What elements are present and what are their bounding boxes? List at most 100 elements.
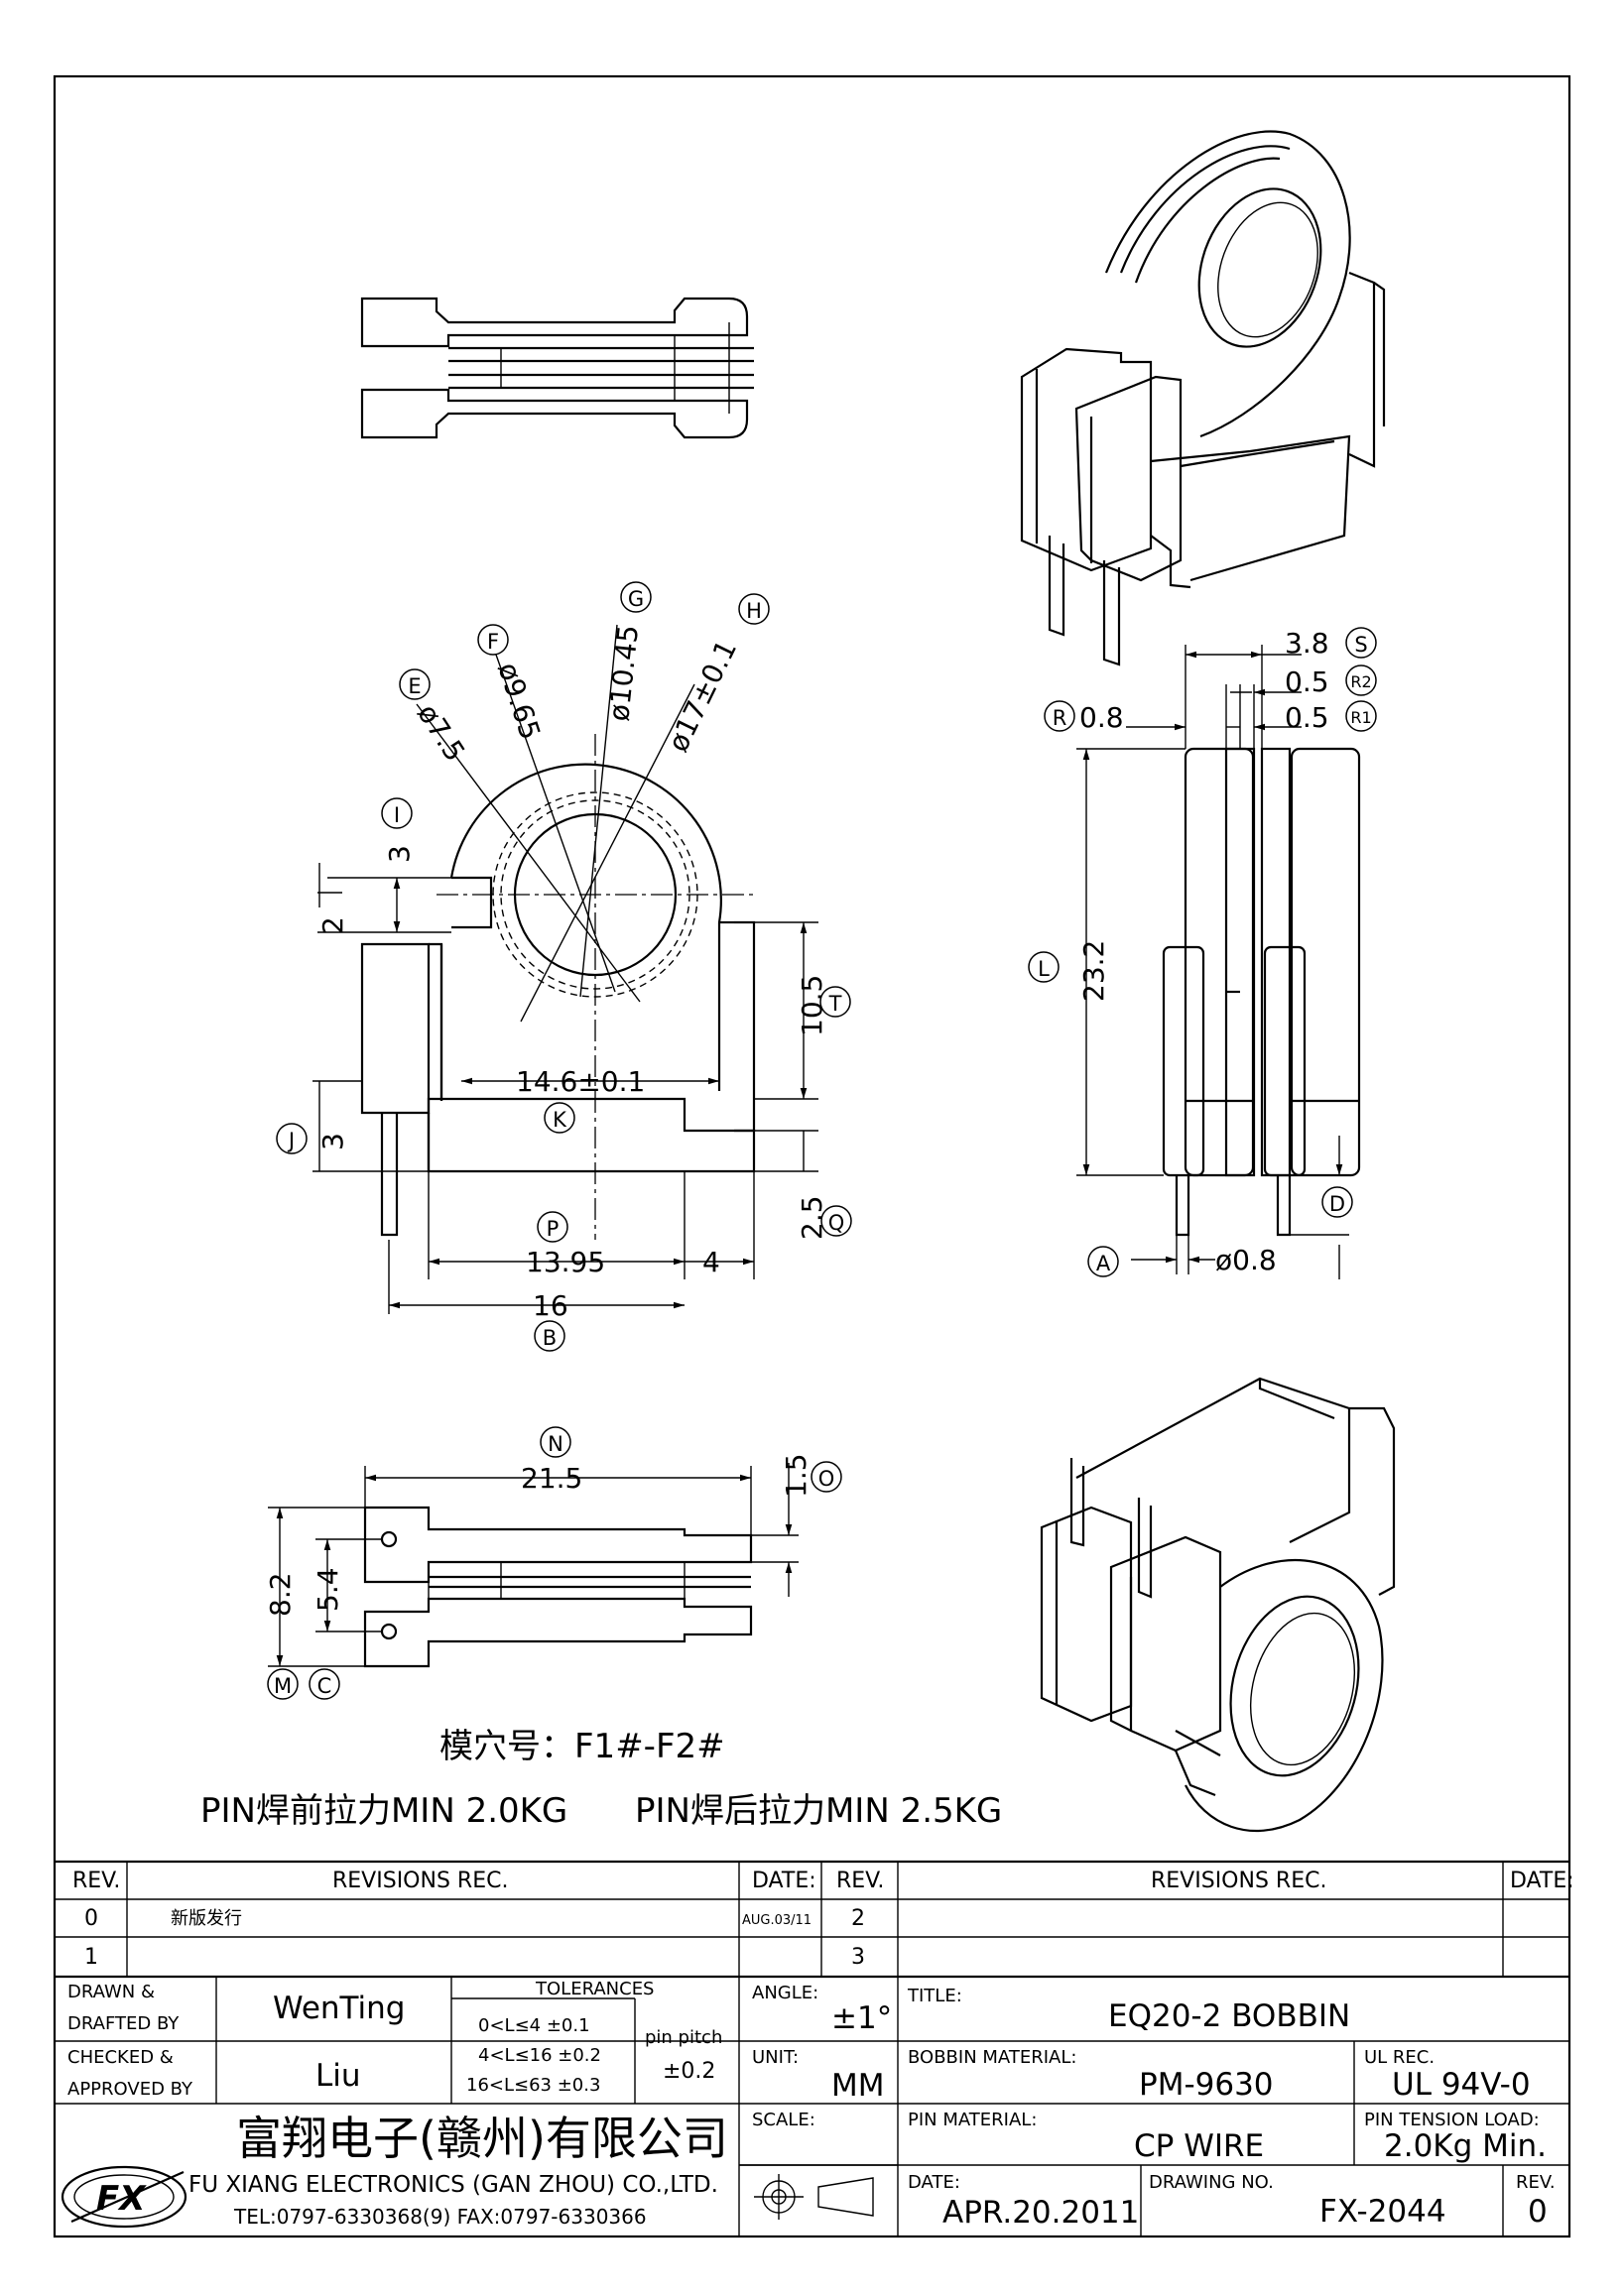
dim-j-value: 3 <box>316 1133 349 1150</box>
marker-Q: Q <box>820 1205 852 1237</box>
checked-by-value: Liu <box>315 2058 361 2094</box>
svg-text:T: T <box>828 992 842 1016</box>
revisions-header-left: REVISIONS REC. <box>332 1869 508 1893</box>
dim-c-value: 5.4 <box>312 1567 344 1612</box>
marker-G: G <box>620 581 652 613</box>
side-view-dimensions <box>1076 645 1349 1279</box>
rev-row-3-rev: 3 <box>851 1945 865 1970</box>
revisions-header-right: REVISIONS REC. <box>1151 1869 1326 1893</box>
date-header-right: DATE: <box>1510 1869 1574 1893</box>
dim-k-value: 14.6±0.1 <box>516 1065 645 1098</box>
marker-T: T <box>819 986 851 1018</box>
svg-text:E: E <box>408 674 421 698</box>
svg-text:L: L <box>1038 957 1050 981</box>
date-label: DATE: <box>908 2172 960 2193</box>
marker-J: J <box>276 1123 308 1154</box>
svg-text:M: M <box>274 1674 292 1698</box>
rev-label: REV. <box>1516 2172 1556 2193</box>
drawing-no-label: DRAWING NO. <box>1149 2172 1274 2193</box>
company-contact: TEL:0797-6330368(9) FAX:0797-6330366 <box>233 2205 647 2229</box>
dim-p-value: 13.95 <box>526 1246 605 1278</box>
company-logo: FX <box>96 2179 147 2219</box>
marker-E: E <box>399 668 431 700</box>
checked-label-2: APPROVED BY <box>67 2079 193 2100</box>
isometric-view-top <box>1020 130 1386 666</box>
svg-text:N: N <box>548 1432 563 1456</box>
ul-value: UL 94V-0 <box>1392 2067 1531 2103</box>
svg-text:S: S <box>1354 633 1367 657</box>
dim-r1-value: 0.5 <box>1285 701 1329 734</box>
svg-text:G: G <box>628 587 644 611</box>
drawing-no-value: FX-2044 <box>1319 2194 1446 2230</box>
svg-text:R: R <box>1053 706 1067 730</box>
dim-a-value: ø0.8 <box>1215 1244 1277 1276</box>
title-value: EQ20-2 BOBBIN <box>1108 1998 1350 2034</box>
rev-row-0-date: AUG.03/11 <box>742 1913 812 1928</box>
front-view-dimensions <box>312 863 818 1314</box>
dim-i-value: 3 <box>383 845 416 863</box>
rev-value: 0 <box>1528 2194 1548 2230</box>
bobbin-material-label: BOBBIN MATERIAL: <box>908 2047 1076 2068</box>
svg-text:A: A <box>1096 1252 1111 1275</box>
title-block <box>55 1860 1569 2236</box>
dim-t-value: 10.5 <box>796 975 828 1036</box>
drawn-label-1: DRAWN & <box>67 1982 155 2002</box>
bottom-view <box>363 1506 753 1668</box>
pin-pitch-label: pin pitch <box>645 2027 722 2048</box>
svg-text:O: O <box>818 1467 835 1491</box>
tolerances-label: TOLERANCES <box>535 1979 655 1999</box>
dim-s-value: 3.8 <box>1285 627 1329 660</box>
rev-header-right: REV. <box>836 1869 884 1893</box>
ul-label: UL REC. <box>1364 2047 1435 2068</box>
marker-R2: R2 <box>1345 665 1377 696</box>
tol-row-1: 0<L≤4 ±0.1 <box>478 2015 590 2036</box>
marker-L: L <box>1028 951 1060 983</box>
company-name-en: FU XIANG ELECTRONICS (GAN ZHOU) CO.,LTD. <box>188 2172 718 2198</box>
svg-text:P: P <box>547 1217 560 1241</box>
marker-I: I <box>381 797 413 829</box>
svg-text:K: K <box>553 1108 567 1132</box>
pin-pull-after-note: PIN焊后拉力MIN 2.5KG <box>635 1791 1002 1831</box>
checked-label-1: CHECKED & <box>67 2047 174 2068</box>
angle-value: ±1° <box>831 2000 892 2036</box>
dim-p2-value: 4 <box>702 1246 720 1278</box>
marker-S: S <box>1345 627 1377 659</box>
pin-material-value: CP WIRE <box>1134 2128 1264 2164</box>
date-header-left: DATE: <box>752 1869 816 1893</box>
marker-C: C <box>309 1668 340 1700</box>
svg-text:B: B <box>543 1326 557 1350</box>
rev-row-1-rev: 1 <box>84 1945 98 1970</box>
dim-h-value: ø17±0.1 <box>662 635 744 757</box>
company-name-cn: 富翔电子(赣州)有限公司 <box>236 2112 728 2165</box>
title-label: TITLE: <box>907 1986 962 2006</box>
dim-g-value: ø10.45 <box>602 624 645 723</box>
marker-H: H <box>738 593 770 625</box>
rev-row-0-rev: 0 <box>84 1906 98 1931</box>
svg-text:D: D <box>1329 1192 1345 1216</box>
drawing-border <box>53 74 1571 2238</box>
drawn-label-2: DRAFTED BY <box>67 2013 180 2034</box>
pin-tension-value: 2.0Kg Min. <box>1384 2128 1547 2164</box>
marker-N: N <box>540 1426 571 1458</box>
dim-i2-value: 2 <box>316 916 349 934</box>
side-view <box>1162 747 1361 1237</box>
dim-b-value: 16 <box>533 1289 568 1322</box>
svg-text:J: J <box>287 1129 295 1152</box>
pin-material-label: PIN MATERIAL: <box>908 2110 1037 2130</box>
marker-B: B <box>534 1320 565 1352</box>
svg-text:R1: R1 <box>1350 708 1371 727</box>
marker-D: D <box>1321 1186 1353 1218</box>
svg-text:C: C <box>317 1674 332 1698</box>
dim-o-value: 1.5 <box>780 1453 812 1498</box>
cavity-note: 模穴号：F1#-F2# <box>439 1727 725 1766</box>
dim-n-value: 21.5 <box>521 1462 582 1495</box>
svg-text:H: H <box>746 599 762 623</box>
bobbin-material-value: PM-9630 <box>1139 2067 1274 2103</box>
dim-m-value: 8.2 <box>264 1572 297 1617</box>
angle-label: ANGLE: <box>752 1983 818 2003</box>
unit-value: MM <box>831 2068 885 2104</box>
marker-K: K <box>544 1102 575 1134</box>
dim-r-value: 0.8 <box>1079 701 1124 734</box>
bottom-view-dimensions <box>268 1463 799 1667</box>
